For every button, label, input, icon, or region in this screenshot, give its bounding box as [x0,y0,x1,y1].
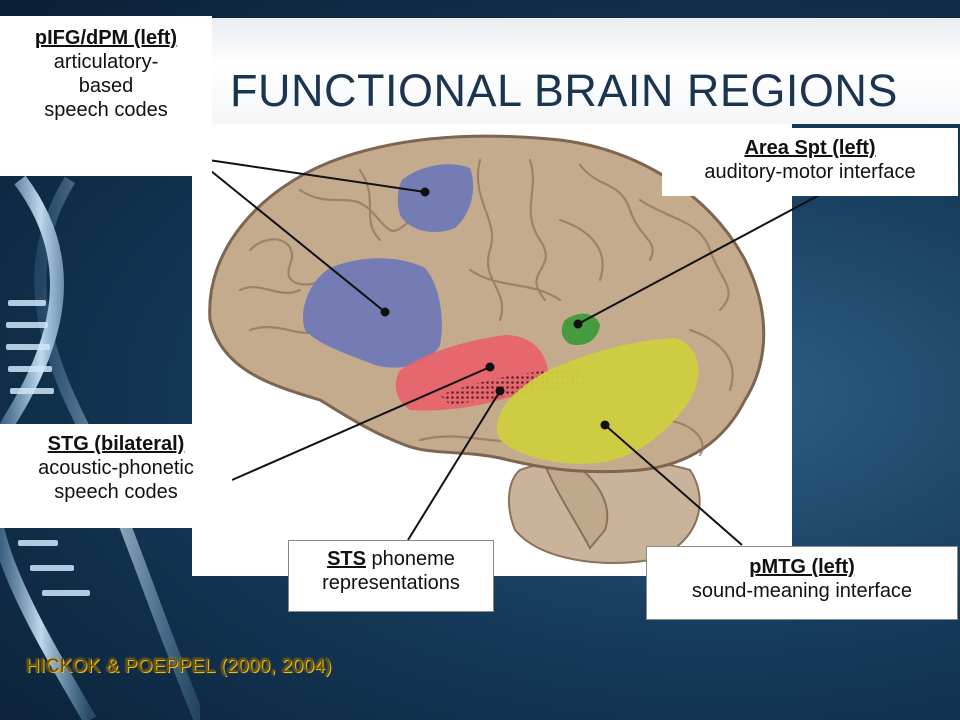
leader-lines [194,157,826,546]
callout-sts-inline: phoneme [365,548,455,570]
region-pifg [302,258,442,368]
region-dpm [397,164,474,232]
dna-helix-decoration [0,175,200,720]
callout-spt-body: auditory-motor interface [704,161,916,183]
callout-pmtg: pMTG (left) sound-meaning interface [646,546,958,620]
callout-pifg-line-2: based [78,75,134,97]
region-spt [561,313,600,346]
callout-pmtg-heading: pMTG (left) [749,556,855,578]
callout-stg-heading: STG (bilateral) [47,433,185,455]
citation-text: HICKOK & POEPPEL (2000, 2004) [26,656,332,677]
leader-dots [380,187,610,430]
slide-title: FUNCTIONAL BRAIN REGIONS [230,65,898,116]
callout-stg-line-2: speech codes [54,481,178,503]
callout-spt-heading: Area Spt (left) [744,137,876,159]
callout-sts: STS phoneme representations [288,540,494,612]
title-bar [212,18,960,124]
callout-pifg-dpm: pIFG/dPM (left) articulatory- based spee… [0,16,212,176]
callout-pmtg-body: sound-meaning interface [691,580,913,602]
callout-pifg-heading: pIFG/dPM (left) [34,27,178,49]
callout-area-spt: Area Spt (left) auditory-motor interface [662,128,958,196]
callout-stg: STG (bilateral) acoustic-phonetic speech… [0,424,232,528]
callout-pifg-line-3: speech codes [44,99,168,121]
callout-pifg-line-1: articulatory- [53,51,159,73]
callout-sts-heading: STS [327,548,366,570]
region-pmtg [497,338,699,464]
brain-stem [543,453,609,550]
callout-sts-line-2: representations [322,572,460,594]
callout-stg-line-1: acoustic-phonetic [38,457,194,479]
